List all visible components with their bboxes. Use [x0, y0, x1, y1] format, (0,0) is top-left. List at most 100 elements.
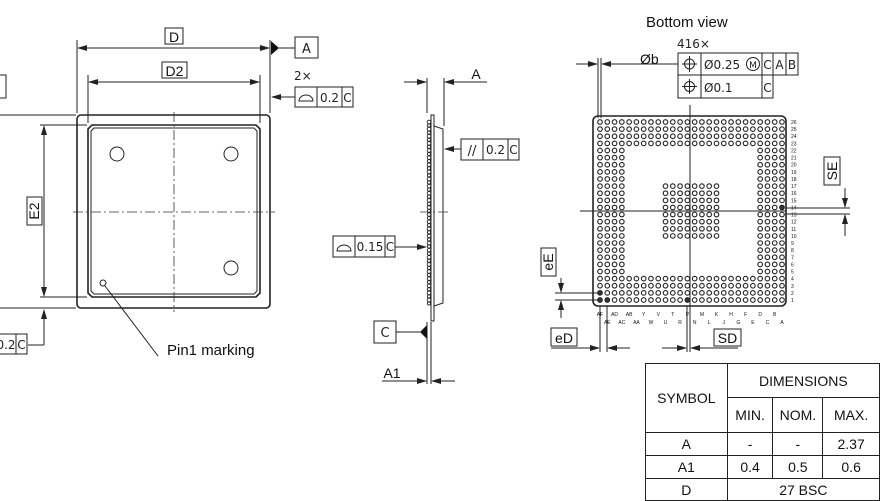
solder-ball: [750, 126, 756, 132]
solder-ball: [706, 211, 713, 218]
solder-ball: [662, 183, 669, 189]
solder-ball: [764, 282, 771, 289]
side-ball: [426, 126, 432, 132]
side-ball: [426, 251, 432, 256]
solder-ball: [633, 126, 640, 132]
row-label: 4: [791, 277, 794, 283]
svg-text:0.15: 0.15: [357, 240, 384, 254]
max-cell: 0.6: [822, 455, 880, 479]
side-ball: [426, 255, 432, 260]
solder-ball: [677, 290, 683, 296]
solder-ball: [597, 282, 603, 289]
solder-ball: [669, 190, 676, 197]
solder-ball: [757, 176, 764, 182]
solder-ball: [779, 261, 785, 268]
solder-ball: [735, 119, 742, 125]
solder-ball: [699, 197, 705, 204]
solder-ball: [655, 140, 662, 147]
solder-ball: [662, 225, 669, 232]
solder-ball: [611, 247, 618, 254]
solder-ball: [771, 247, 778, 254]
solder-ball: [779, 176, 785, 182]
mmc-modifier: [746, 57, 760, 71]
side-ball: [426, 262, 432, 267]
svg-text:B: B: [788, 58, 796, 72]
solder-ball: [779, 133, 785, 140]
solder-ball: [757, 140, 764, 147]
solder-ball: [669, 211, 676, 218]
solder-ball: [750, 297, 756, 303]
solder-ball: [648, 133, 654, 140]
side-ball: [426, 166, 432, 171]
solder-ball: [735, 282, 742, 289]
column-label: AB: [626, 312, 633, 318]
solder-ball: [713, 133, 720, 140]
parallelism-icon: //: [468, 144, 477, 159]
solder-ball: [699, 225, 705, 232]
solder-ball: [677, 233, 683, 239]
solder-ball: [604, 197, 611, 204]
column-label: U: [664, 320, 668, 326]
row-label: 2: [791, 291, 794, 297]
solder-ball: [771, 197, 778, 204]
solder-ball: [684, 297, 691, 303]
position-icon: [682, 79, 697, 94]
solder-ball: [618, 297, 625, 303]
svg-text:A: A: [775, 58, 784, 72]
solder-ball: [618, 161, 625, 168]
solder-ball: [771, 183, 778, 189]
solder-ball: [684, 183, 691, 189]
solder-ball: [757, 168, 764, 175]
solder-ball: [640, 126, 647, 132]
solder-ball: [779, 225, 785, 232]
column-label: B: [773, 312, 777, 318]
solder-ball: [669, 197, 676, 204]
dimensions-header: DIMENSIONS: [726, 363, 880, 398]
svg-text:Ø0.25: Ø0.25: [704, 58, 740, 72]
solder-ball: [713, 126, 720, 132]
solder-ball: [779, 190, 785, 197]
solder-ball: [626, 290, 632, 296]
solder-ball: [720, 119, 727, 125]
solder-ball: [757, 233, 764, 239]
solder-ball: [597, 176, 603, 182]
solder-ball: [728, 119, 734, 125]
svg-text:C: C: [509, 143, 517, 157]
side-ball: [426, 133, 432, 139]
solder-ball: [611, 282, 618, 289]
column-label: AC: [618, 320, 625, 326]
row-label: 13: [791, 213, 797, 219]
solder-ball: [742, 282, 749, 289]
solder-ball: [604, 154, 611, 161]
solder-ball: [611, 154, 618, 161]
side-ball: [426, 290, 432, 296]
solder-ball: [618, 290, 625, 296]
solder-ball: [720, 297, 727, 303]
solder-ball: [618, 119, 625, 125]
solder-ball: [604, 290, 611, 296]
side-view: A // 0.2 C 0.15 C C A1: [332, 66, 520, 384]
solder-ball: [626, 275, 632, 282]
solder-ball: [611, 140, 618, 147]
row-label: 1: [791, 298, 794, 304]
solder-ball: [771, 154, 778, 161]
solder-ball: [691, 204, 698, 211]
solder-ball: [640, 297, 647, 303]
solder-ball: [618, 154, 625, 161]
solder-ball: [735, 297, 742, 303]
solder-ball: [757, 268, 764, 275]
column-label: V: [657, 312, 661, 318]
solder-ball: [779, 126, 785, 132]
side-ball: [426, 148, 432, 153]
lid-outline: [87, 124, 261, 298]
solder-ball: [604, 240, 611, 246]
solder-ball: [669, 297, 676, 303]
solder-ball: [691, 197, 698, 204]
solder-ball: [706, 119, 713, 125]
solder-ball: [669, 183, 676, 189]
solder-ball: [597, 140, 603, 147]
solder-ball: [611, 261, 618, 268]
bottom-view-title: Bottom view: [646, 14, 728, 31]
solder-ball: [779, 268, 785, 275]
solder-ball: [655, 126, 662, 132]
